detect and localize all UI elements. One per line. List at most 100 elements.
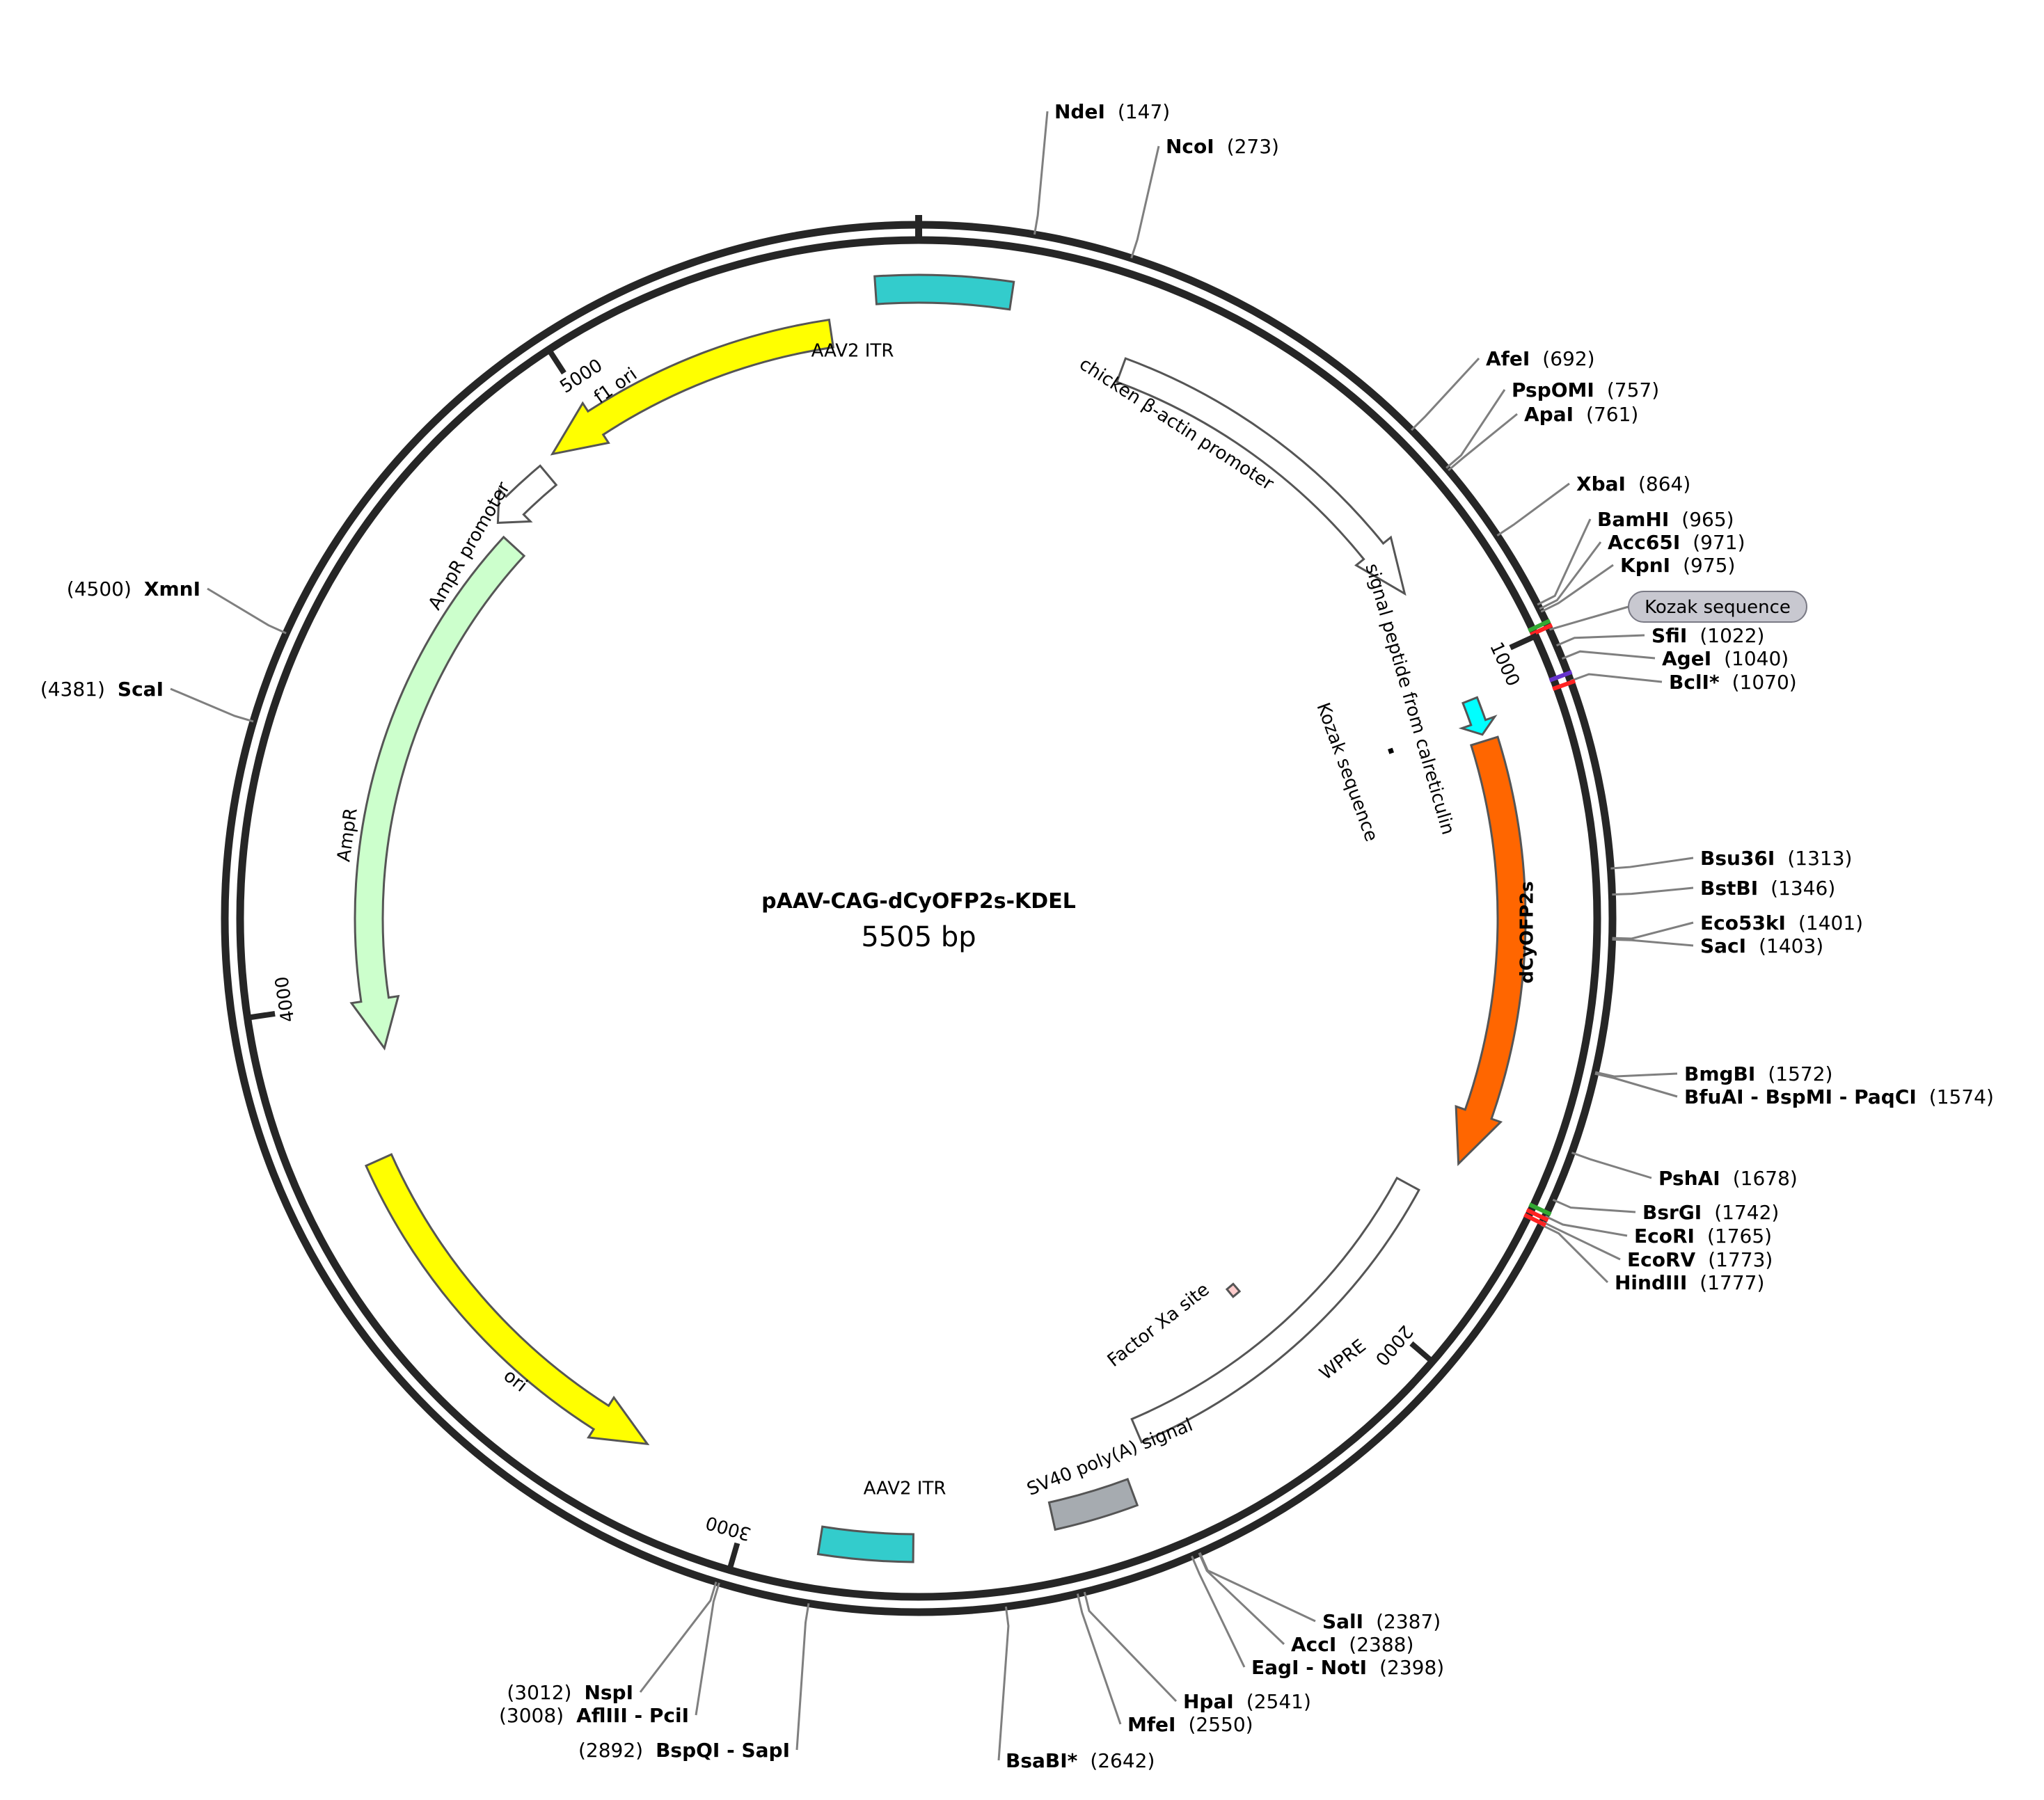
restriction-site-label[interactable]: MfeI(2550) <box>1127 1713 1253 1736</box>
site-name: XmnI <box>144 578 200 600</box>
feature-aav2-itr-1[interactable] <box>873 273 1015 311</box>
feature-label-aav2-itr-1: AAV2 ITR <box>811 341 894 362</box>
site-position: (864) <box>1638 472 1690 495</box>
feature-sv40-polya[interactable] <box>1047 1477 1139 1531</box>
feature-aav2-itr-2[interactable] <box>816 1525 914 1563</box>
restriction-site-label[interactable]: SalI(2387) <box>1322 1610 1441 1633</box>
site-position: (1572) <box>1768 1062 1832 1085</box>
site-position: (2398) <box>1379 1656 1444 1679</box>
restriction-site-label[interactable]: NcoI (273) <box>1166 135 1279 158</box>
site-leader-line <box>1594 1072 1678 1098</box>
site-name: AfeI <box>1486 347 1530 370</box>
restriction-site-label[interactable]: PshAI(1678) <box>1658 1167 1798 1190</box>
backbone-color-mark <box>1548 669 1573 683</box>
site-leader-line <box>1539 541 1602 610</box>
site-name: PshAI <box>1658 1167 1720 1190</box>
site-name: SacI <box>1700 934 1746 957</box>
site-position: (1742) <box>1714 1201 1779 1224</box>
restriction-site-label[interactable]: BclI*(1070) <box>1669 671 1797 694</box>
feature-ampr-promoter[interactable] <box>496 464 558 524</box>
site-position: (975) <box>1683 554 1735 577</box>
site-leader-line <box>1612 921 1694 940</box>
restriction-site-label[interactable]: (3012)NspI <box>507 1681 633 1704</box>
site-position: (273) <box>1227 135 1279 158</box>
restriction-site-label[interactable]: BfuAI - BspMI - PaqCI(1574) <box>1684 1085 1994 1108</box>
site-name: BsrGI <box>1642 1201 1702 1224</box>
site-leader-line <box>1033 111 1049 235</box>
site-name: BamHI <box>1597 508 1669 531</box>
site-position: (1070) <box>1732 671 1797 694</box>
restriction-site-label[interactable]: XbaI(864) <box>1576 472 1690 495</box>
feature-kozak-inner[interactable] <box>1388 747 1395 754</box>
site-name: ApaI <box>1524 403 1574 426</box>
restriction-site-leaders <box>170 111 1694 1761</box>
site-name: BstBI <box>1700 877 1758 900</box>
restriction-site-label[interactable]: AgeI(1040) <box>1662 647 1789 670</box>
restriction-site-label[interactable]: (2892)BspQI - SapI <box>578 1739 790 1762</box>
site-leader-line <box>1610 857 1694 870</box>
restriction-site-label[interactable]: HindIII(1777) <box>1615 1271 1764 1294</box>
restriction-site-label[interactable]: BamHI(965) <box>1597 508 1734 531</box>
site-leader-line <box>1448 413 1518 472</box>
site-name: NcoI <box>1166 135 1214 158</box>
site-name: BmgBI <box>1684 1062 1755 1085</box>
restriction-site-label[interactable]: PspOMI(757) <box>1512 379 1659 401</box>
tick-mark <box>1509 632 1538 651</box>
site-position: (147) <box>1118 100 1170 123</box>
site-leader-line <box>1445 389 1506 469</box>
restriction-site-label[interactable]: BstBI(1346) <box>1700 877 1835 900</box>
site-leader-line <box>1540 564 1614 613</box>
feature-cba-promoter[interactable] <box>1115 357 1407 596</box>
site-position: (2892) <box>578 1739 643 1762</box>
restriction-site-label[interactable]: AccI(2388) <box>1291 1633 1413 1656</box>
site-leader-line <box>795 1603 810 1751</box>
restriction-site-label[interactable]: SacI(1403) <box>1700 934 1823 957</box>
site-position: (1313) <box>1787 847 1852 870</box>
kozak-sequence-badge[interactable]: Kozak sequence <box>1628 591 1807 623</box>
restriction-site-label[interactable]: KpnI(975) <box>1620 554 1735 577</box>
site-position: (1040) <box>1724 647 1789 670</box>
restriction-site-label[interactable]: EagI - NotI(2398) <box>1251 1656 1444 1679</box>
restriction-site-label[interactable]: SfiI(1022) <box>1651 624 1764 647</box>
site-leader-line <box>1612 886 1694 896</box>
restriction-site-label[interactable]: BsaBI*(2642) <box>1006 1749 1155 1772</box>
feature-factor-xa[interactable] <box>1225 1282 1242 1298</box>
feature-signal-peptide[interactable] <box>1458 696 1498 736</box>
backbone-color-mark <box>1529 623 1553 637</box>
feature-ampr[interactable] <box>349 535 526 1051</box>
restriction-site-label[interactable]: NdeI(147) <box>1054 100 1170 123</box>
restriction-site-label[interactable]: (4500)XmnI <box>67 578 200 600</box>
site-position: (1401) <box>1798 911 1863 934</box>
site-position: (2550) <box>1188 1713 1253 1736</box>
restriction-site-label[interactable]: ApaI(761) <box>1524 403 1638 426</box>
backbone-color-mark <box>1528 1202 1552 1217</box>
site-leader-line <box>639 1582 718 1693</box>
feature-wpre[interactable] <box>1130 1177 1420 1444</box>
kozak-badge-label: Kozak sequence <box>1645 597 1791 618</box>
tick-mark <box>546 347 567 375</box>
restriction-site-label[interactable]: EcoRV(1773) <box>1627 1248 1773 1271</box>
feature-label-factor-xa: Factor Xa site <box>1104 1279 1214 1371</box>
site-position: (2541) <box>1246 1690 1311 1713</box>
feature-dcyofp2s[interactable] <box>1455 735 1527 1166</box>
tick-mark <box>726 1542 740 1572</box>
feature-ori[interactable] <box>364 1153 650 1446</box>
backbone-inner-ring <box>236 236 1601 1601</box>
restriction-site-label[interactable]: (3008)AflIII - PciI <box>499 1704 689 1727</box>
restriction-site-label[interactable]: AfeI(692) <box>1486 347 1595 370</box>
site-leader-line <box>997 1606 1010 1761</box>
restriction-site-label[interactable]: Bsu36I(1313) <box>1700 847 1852 870</box>
site-leader-line <box>1130 145 1160 259</box>
restriction-site-label[interactable]: BsrGI (1742) <box>1642 1201 1779 1224</box>
restriction-site-label[interactable]: Acc65I(971) <box>1608 531 1745 554</box>
restriction-site-label[interactable]: Eco53kI(1401) <box>1700 911 1863 934</box>
site-name: HpaI <box>1183 1690 1234 1713</box>
restriction-site-label[interactable]: EcoRI(1765) <box>1634 1225 1772 1248</box>
site-position: (1777) <box>1700 1271 1764 1294</box>
restriction-site-label[interactable]: BmgBI (1572) <box>1684 1062 1832 1085</box>
restriction-site-label[interactable]: HpaI (2541) <box>1183 1690 1311 1713</box>
tick-mark <box>245 1010 276 1021</box>
restriction-site-label[interactable]: (4381)ScaI <box>40 678 164 701</box>
feature-f1-ori[interactable] <box>550 318 835 456</box>
